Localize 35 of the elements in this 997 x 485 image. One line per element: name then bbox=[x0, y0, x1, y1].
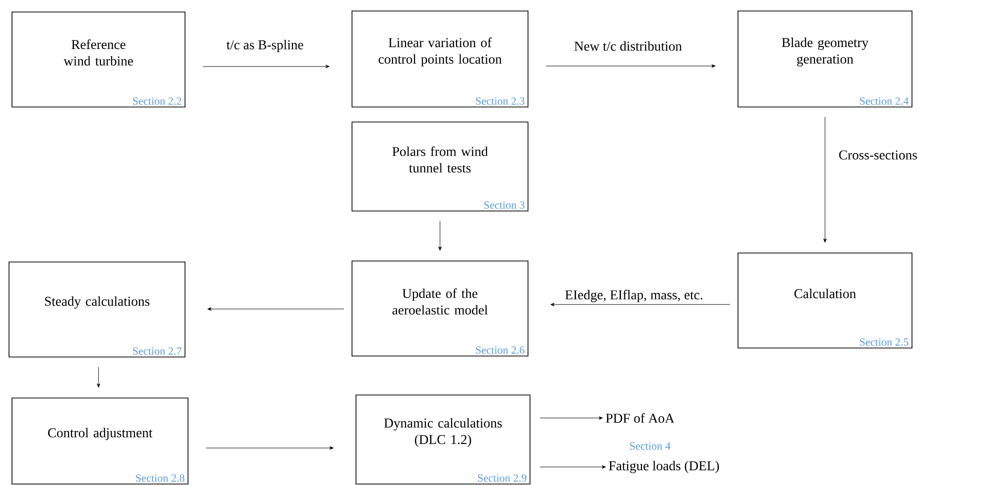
arrow bbox=[540, 416, 603, 420]
section-reference: Section 2.9 bbox=[478, 474, 526, 482]
box-text: Calculation bbox=[794, 288, 856, 298]
box-text: Linear variation of control points location bbox=[378, 38, 502, 66]
box-text: Blade geometry generation bbox=[782, 38, 868, 66]
arrow bbox=[96, 366, 100, 388]
output-text: PDF of AoA bbox=[606, 413, 674, 423]
output-text: Fatigue loads (DEL) bbox=[608, 460, 719, 474]
section-reference: Section 2.4 bbox=[860, 97, 909, 105]
edge-label: EIedge, EIflap, mass, etc. bbox=[565, 290, 702, 302]
arrow bbox=[823, 116, 827, 243]
arrow bbox=[438, 220, 442, 251]
arrow bbox=[546, 64, 716, 68]
section-reference: Section 2.8 bbox=[136, 474, 184, 482]
section-reference: Section 2.2 bbox=[133, 97, 182, 105]
section-reference: Section 2.3 bbox=[476, 97, 524, 105]
edge-label: Cross-sections bbox=[839, 150, 917, 160]
box-text: Steady calculations bbox=[45, 296, 150, 309]
edge-label: New t/c distribution bbox=[574, 41, 682, 51]
box-text: Dynamic calculations (DLC 1.2) bbox=[384, 418, 502, 447]
section-reference: Section 2.6 bbox=[476, 346, 524, 354]
arrow bbox=[206, 446, 334, 450]
section-reference: Section 2.7 bbox=[133, 347, 182, 355]
section-reference: Section 3 bbox=[484, 201, 524, 209]
section-reference: Section 2.5 bbox=[860, 338, 908, 346]
box-text: Polars from wind tunnel tests bbox=[392, 146, 488, 173]
arrow bbox=[540, 465, 606, 469]
edge-label: t/c as B-spline bbox=[226, 40, 304, 52]
arrow bbox=[550, 302, 730, 306]
box-text: Update of the aeroelastic model bbox=[392, 288, 488, 315]
arrow bbox=[202, 64, 330, 68]
box-text: Reference wind turbine bbox=[64, 39, 133, 66]
arrow bbox=[207, 307, 344, 311]
box-text: Control adjustment bbox=[48, 428, 152, 440]
section-reference: Section 4 bbox=[630, 442, 670, 450]
